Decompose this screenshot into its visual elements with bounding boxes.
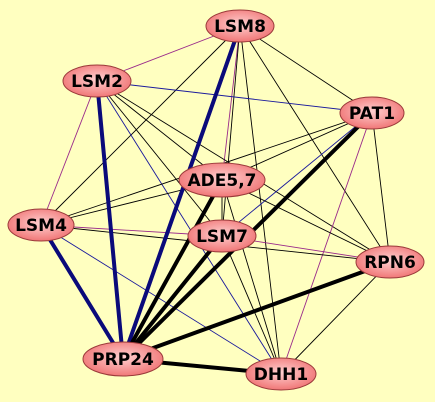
- node-dhh1[interactable]: DHH1: [245, 357, 317, 391]
- edge-rpn6-prp24: [121, 260, 392, 361]
- node-ellipse: [187, 219, 257, 253]
- edge-lsm8-dhh1: [239, 25, 282, 375]
- node-ellipse: [178, 162, 266, 198]
- node-ellipse: [82, 341, 164, 377]
- node-ellipse: [355, 245, 425, 279]
- node-label: PRP24: [92, 350, 154, 370]
- node-label: ADE5,7: [188, 171, 257, 191]
- edge-pat1-lsm7: [221, 112, 373, 237]
- node-ellipse: [62, 64, 132, 98]
- edge-pat1-rpn6: [371, 112, 391, 263]
- edge-lsm8-rpn6: [239, 25, 391, 263]
- node-ellipse: [245, 357, 317, 391]
- node-prp24[interactable]: PRP24: [82, 341, 164, 377]
- edge-lsm2-lsm7: [96, 80, 223, 237]
- edge-lsm8-prp24: [121, 24, 242, 361]
- node-label: RPN6: [364, 253, 416, 273]
- edge-lsm2-prp24: [95, 79, 125, 361]
- edge-lsm7-prp24: [121, 234, 224, 361]
- node-label: LSM4: [15, 216, 67, 236]
- edge-lsm2-lsm4: [40, 80, 98, 226]
- node-label: LSM7: [196, 227, 248, 247]
- edge-lsm2-dhh1: [96, 80, 282, 375]
- edge-ade57-prp24: [121, 178, 224, 361]
- node-lsm4[interactable]: LSM4: [7, 208, 75, 242]
- edge-lsm8-lsm7: [221, 25, 241, 237]
- edge-ade57-rpn6: [221, 179, 391, 263]
- edge-lsm8-lsm4: [40, 25, 241, 226]
- node-ellipse: [205, 9, 275, 43]
- edge-lsm2-pat1: [96, 80, 373, 114]
- edge-ade57-dhh1: [221, 179, 282, 375]
- edge-lsm8-pat1: [239, 25, 373, 114]
- node-rpn6[interactable]: RPN6: [355, 245, 425, 279]
- node-lsm2[interactable]: LSM2: [62, 64, 132, 98]
- edge-pat1-dhh1: [280, 112, 373, 375]
- node-lsm8[interactable]: LSM8: [205, 9, 275, 43]
- node-label: DHH1: [254, 365, 308, 385]
- edge-rpn6-dhh1: [280, 261, 391, 375]
- node-label: LSM2: [71, 72, 123, 92]
- node-label: LSM8: [214, 17, 266, 37]
- node-ellipse: [7, 208, 75, 242]
- edge-lsm4-prp24: [39, 223, 125, 361]
- node-ellipse: [339, 96, 405, 130]
- node-pat1[interactable]: PAT1: [339, 96, 405, 130]
- edge-lsm7-dhh1: [221, 235, 282, 375]
- edge-lsm4-dhh1: [40, 224, 282, 375]
- node-label: PAT1: [349, 104, 395, 124]
- node-lsm7[interactable]: LSM7: [187, 219, 257, 253]
- node-ade57[interactable]: ADE5,7: [178, 162, 266, 198]
- edge-lsm2-ade57: [96, 80, 223, 181]
- edge-lsm8-ade57: [221, 25, 241, 181]
